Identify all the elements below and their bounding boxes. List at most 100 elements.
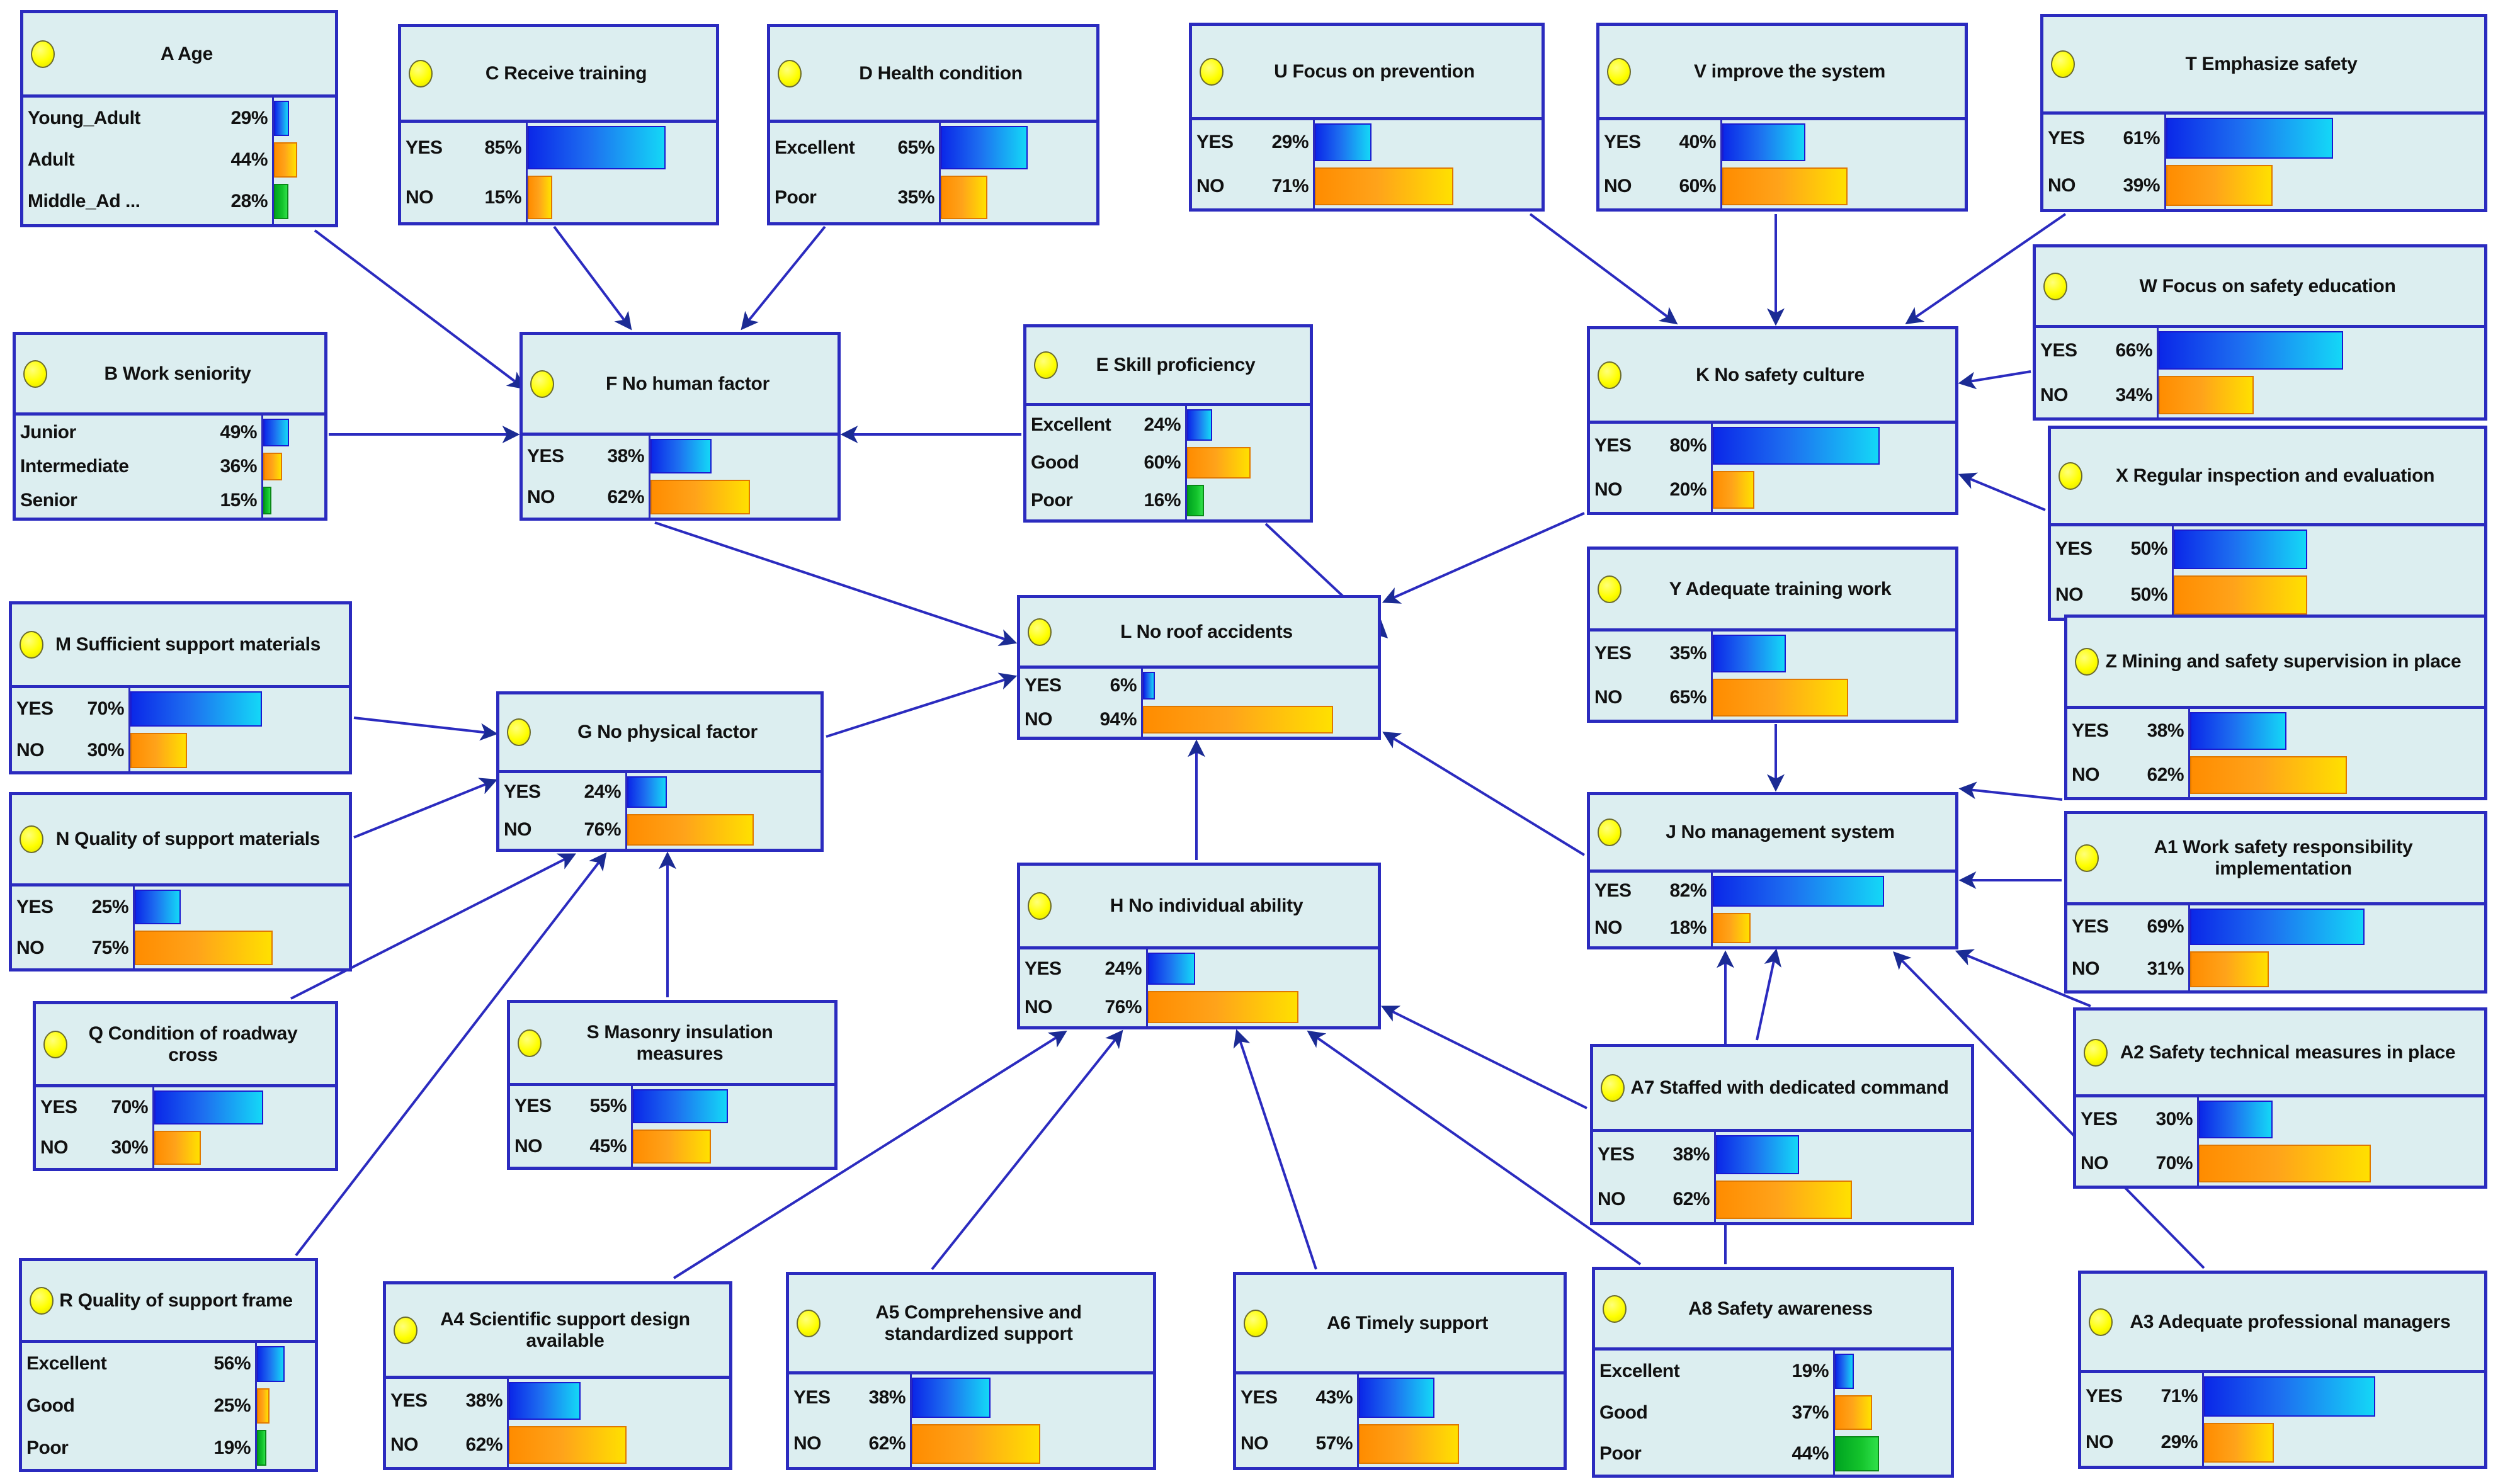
probability-bar	[1187, 485, 1204, 516]
state-row-bar	[2204, 1373, 2484, 1420]
node-title: N Quality of support materials	[55, 829, 321, 850]
probability-bar	[1187, 447, 1251, 479]
edge-A5-to-H	[931, 1029, 1123, 1271]
state-bar-column	[941, 123, 1096, 222]
node-A5[interactable]: A5 Comprehensive and standardized suppor…	[786, 1272, 1156, 1470]
node-header: L No roof accidents	[1020, 598, 1378, 669]
state-probability: 29%	[230, 108, 268, 128]
node-header: A Age	[23, 13, 335, 98]
state-row-bar	[2199, 1097, 2484, 1141]
state-probability: 70%	[111, 1097, 148, 1118]
state-name: Junior	[20, 422, 76, 443]
lightbulb-icon	[2075, 648, 2099, 676]
state-bar-column	[509, 1379, 729, 1467]
node-Z[interactable]: Z Mining and safety supervision in place…	[2064, 615, 2487, 800]
edge-W-to-K	[1958, 370, 2031, 390]
state-probability: 40%	[1679, 132, 1716, 152]
probability-bar	[1722, 123, 1806, 161]
state-name: NO	[504, 819, 532, 840]
state-name: Middle_Ad ...	[28, 191, 140, 212]
state-name: Excellent	[1031, 414, 1111, 435]
edge-A7-to-H	[1380, 1005, 1587, 1109]
node-title: A4 Scientific support design available	[440, 1308, 690, 1351]
state-row-bar	[257, 1385, 315, 1427]
state-name: YES	[40, 1097, 77, 1118]
state-bar-column	[912, 1374, 1153, 1467]
node-header: Y Adequate training work	[1590, 550, 1955, 632]
node-header: V improve the system	[1599, 26, 1965, 120]
probability-bar	[135, 890, 181, 924]
state-bar-column	[154, 1087, 335, 1168]
node-header: J No management system	[1590, 795, 1955, 873]
node-title: M Sufficient support materials	[55, 634, 321, 655]
node-A1[interactable]: A1 Work safety responsibility implementa…	[2064, 811, 2487, 994]
state-row-bar	[263, 484, 324, 518]
edge-G-to-L	[826, 672, 1018, 738]
state-row-bar	[2166, 162, 2484, 209]
probability-bar	[1359, 1378, 1435, 1418]
probability-bar	[2190, 756, 2347, 794]
state-name: NO	[1196, 176, 1225, 196]
state-probability: 80%	[1669, 435, 1706, 456]
state-row-bar	[1315, 164, 1542, 208]
node-header: S Masonry insulation measures	[510, 1003, 834, 1086]
probability-bar	[1716, 1180, 1852, 1219]
state-row-bar	[1143, 703, 1378, 737]
state-bar-column	[257, 1343, 315, 1469]
state-row-bar	[1835, 1351, 1951, 1392]
probability-bar	[2190, 951, 2269, 987]
state-row-bar	[509, 1423, 729, 1467]
lightbulb-icon	[394, 1316, 417, 1344]
probability-bar	[912, 1424, 1041, 1464]
state-probability: 65%	[1669, 687, 1706, 708]
state-row-label: YES 70%	[36, 1087, 152, 1128]
state-name: YES	[504, 781, 541, 802]
